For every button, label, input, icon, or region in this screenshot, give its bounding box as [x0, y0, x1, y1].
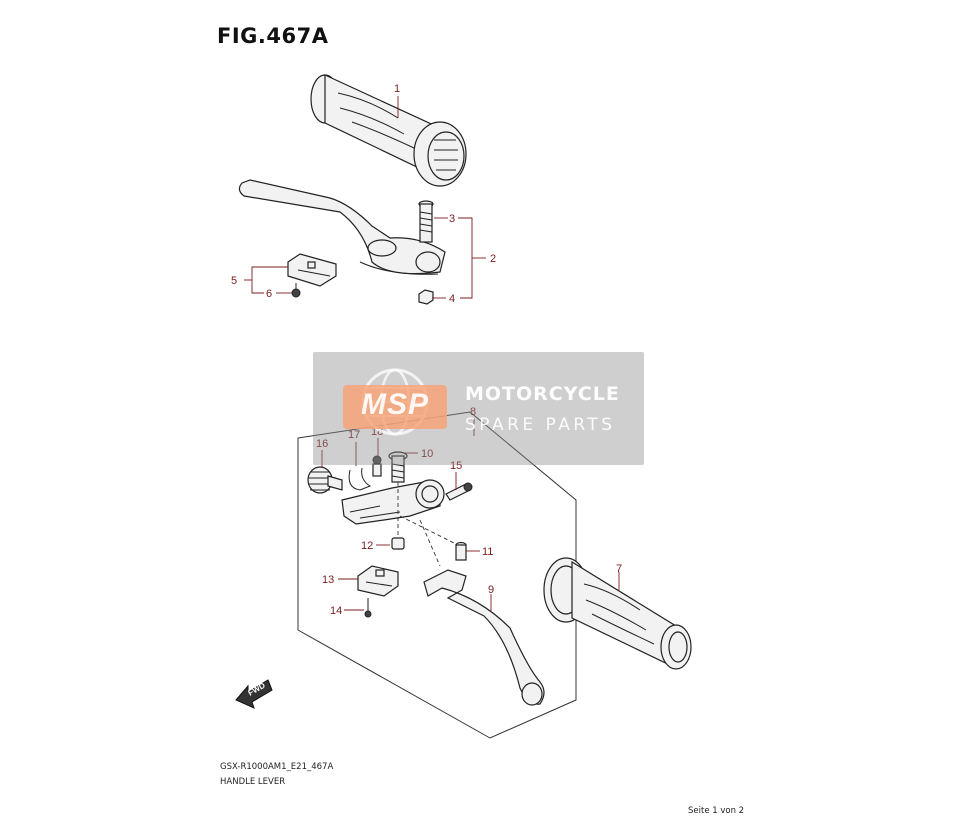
callout-2: 2 — [490, 253, 496, 265]
part-13-clutch-switch — [357, 565, 399, 597]
callout-13: 13 — [322, 574, 334, 586]
part-7-left-grip — [543, 557, 692, 670]
callout-8: 8 — [470, 406, 476, 418]
part-11-bushing — [455, 541, 467, 561]
part-4-nut — [418, 289, 434, 305]
callout-16: 16 — [316, 438, 328, 450]
callout-5: 5 — [231, 275, 237, 287]
figure-title: FIG.467A — [217, 24, 329, 48]
watermark-logo-text: MSP — [361, 388, 430, 421]
part-15-screw — [445, 482, 473, 501]
part-10-pivot-bolt — [388, 451, 408, 483]
assembly-guide-lines — [397, 482, 461, 567]
callout-12: 12 — [361, 540, 373, 552]
part-17-clip — [348, 467, 372, 491]
part-2-front-brake-lever — [238, 179, 446, 275]
model-code: GSX-R1000AM1_E21_467A — [220, 762, 334, 772]
callout-17: 17 — [348, 429, 360, 441]
callout-6: 6 — [266, 288, 272, 300]
part-9-clutch-lever — [423, 569, 545, 706]
callout-3: 3 — [449, 213, 455, 225]
part-12-collar — [391, 537, 405, 550]
callout-11: 11 — [482, 546, 493, 558]
callout-1: 1 — [394, 83, 400, 95]
watermark: MSP MOTORCYCLE SPARE PARTS — [313, 352, 644, 465]
part-clutch-lever-holder — [341, 479, 445, 525]
callout-9: 9 — [488, 584, 494, 596]
page-indicator: Seite 1 von 2 — [688, 806, 745, 816]
top-leader-lines — [244, 96, 486, 299]
part-8-assembly-outline — [297, 411, 577, 739]
watermark-logo-box — [343, 385, 447, 429]
fwd-arrow-icon: FWD — [235, 679, 273, 709]
figure-description: HANDLE LEVER — [220, 777, 286, 787]
callout-7: 7 — [616, 563, 622, 575]
callout-4: 4 — [449, 293, 455, 305]
part-5-brake-switch — [287, 253, 337, 287]
bottom-leader-lines — [321, 418, 620, 612]
callout-10: 10 — [421, 448, 433, 460]
part-6-screw — [291, 283, 301, 298]
part-3-bolt — [418, 200, 434, 243]
part-14-screw — [364, 598, 372, 618]
watermark-subtitle: SPARE PARTS — [465, 415, 616, 435]
watermark-title: MOTORCYCLE — [465, 383, 620, 405]
part-16-adjuster — [307, 466, 343, 494]
part-18-bolt — [372, 455, 382, 477]
part-1-throttle-grip — [310, 74, 467, 187]
callout-14: 14 — [330, 605, 342, 617]
callout-15: 15 — [450, 460, 462, 472]
